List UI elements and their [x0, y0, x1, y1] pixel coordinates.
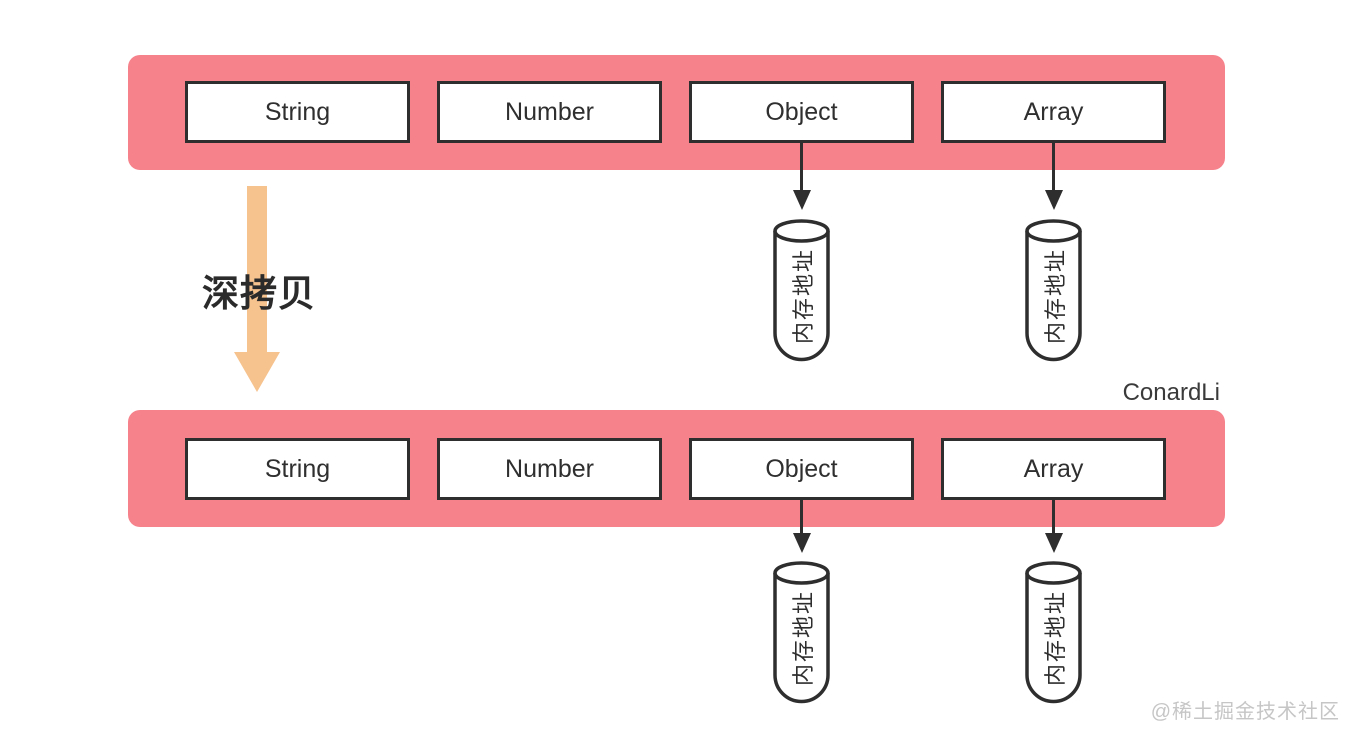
type-box-number: Number [437, 438, 662, 500]
type-box-string: String [185, 81, 410, 143]
type-box-array: Array [941, 81, 1166, 143]
cylinder-shape-icon [773, 219, 830, 362]
author-credit: ConardLi [1122, 379, 1220, 406]
deep-copy-label: 深拷贝 [202, 273, 316, 314]
memory-cylinder: 内存地址 [1024, 218, 1083, 366]
type-box-label: Array [1023, 97, 1084, 126]
cylinder-shape-icon [1025, 561, 1082, 704]
arrow-line [1051, 143, 1056, 190]
arrow-line [799, 143, 804, 190]
memory-cylinder-label: 内存地址 [790, 248, 816, 345]
cylinder-shape-icon [773, 561, 830, 704]
arrowhead-icon [792, 533, 811, 553]
type-box-array: Array [941, 438, 1166, 500]
memory-cylinder-label: 内存地址 [1042, 248, 1068, 345]
type-box-object: Object [689, 438, 914, 500]
arrowhead-icon [1044, 190, 1063, 210]
original-row-bar: String Number Object Array [128, 55, 1225, 170]
type-box-label: Array [1023, 454, 1084, 483]
type-box-label: Object [765, 97, 838, 126]
deep-copy-arrow-icon [234, 186, 280, 392]
memory-cylinder-label: 内存地址 [1042, 590, 1068, 687]
arrowhead-icon [1044, 533, 1063, 553]
arrowhead-icon [234, 352, 280, 392]
type-box-label: Number [505, 454, 594, 483]
memory-cylinder: 内存地址 [772, 560, 831, 708]
arrow-line [1051, 500, 1056, 533]
type-box-label: String [264, 97, 331, 126]
memory-cylinder: 内存地址 [1024, 560, 1083, 708]
type-box-label: String [264, 454, 331, 483]
watermark: @稀土掘金技术社区 [1150, 701, 1340, 723]
down-arrow-icon [792, 143, 811, 210]
down-arrow-icon [792, 500, 811, 553]
arrow-line [799, 500, 804, 533]
down-arrow-icon [1044, 500, 1063, 553]
type-box-label: Object [765, 454, 838, 483]
type-box-object: Object [689, 81, 914, 143]
arrow-shaft [247, 186, 267, 352]
type-box-number: Number [437, 81, 662, 143]
memory-cylinder-label: 内存地址 [790, 590, 816, 687]
type-box-label: Number [505, 97, 594, 126]
down-arrow-icon [1044, 143, 1063, 210]
cylinder-shape-icon [1025, 219, 1082, 362]
type-box-string: String [185, 438, 410, 500]
copy-row-bar: String Number Object Array [128, 410, 1225, 527]
arrowhead-icon [792, 190, 811, 210]
memory-cylinder: 内存地址 [772, 218, 831, 366]
